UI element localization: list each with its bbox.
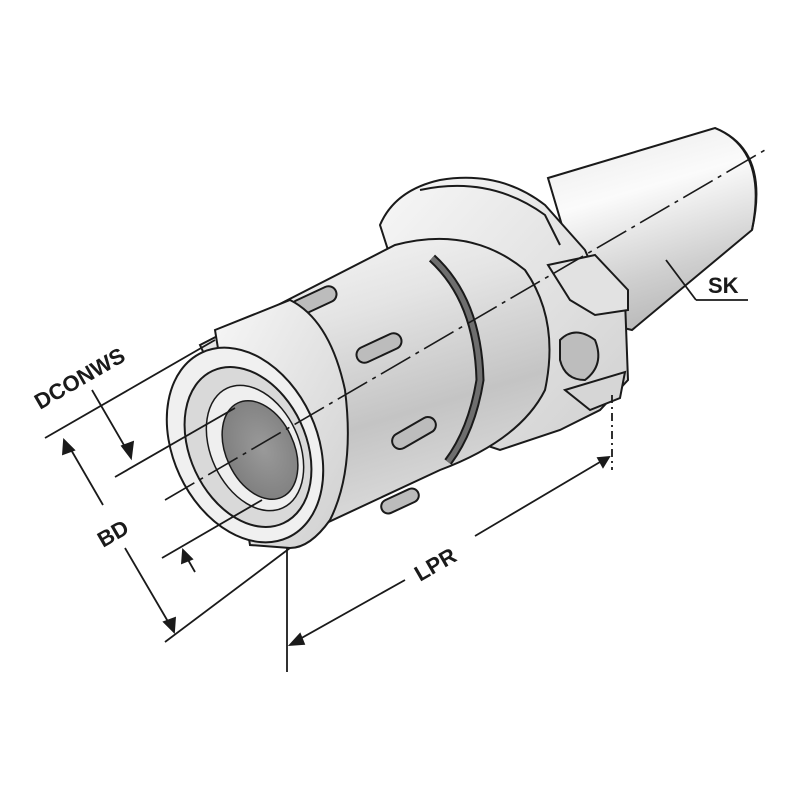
- label-bd: BD: [93, 515, 133, 553]
- label-lpr: LPR: [410, 543, 461, 587]
- lpr-arrow: [287, 455, 611, 647]
- slot-4: [380, 487, 420, 515]
- dconws-arrow: [91, 389, 196, 573]
- label-dconws: DCONWS: [30, 343, 129, 415]
- slot-3: [391, 416, 437, 450]
- dimension-lines: [44, 339, 613, 672]
- bd-arrow: [62, 437, 176, 635]
- sk-leader: [665, 259, 748, 301]
- clamping-nut: [165, 298, 349, 550]
- centre-axis: [164, 149, 766, 501]
- slot-2: [355, 332, 403, 364]
- label-sk: SK: [708, 273, 739, 298]
- collet-bore: [221, 399, 299, 501]
